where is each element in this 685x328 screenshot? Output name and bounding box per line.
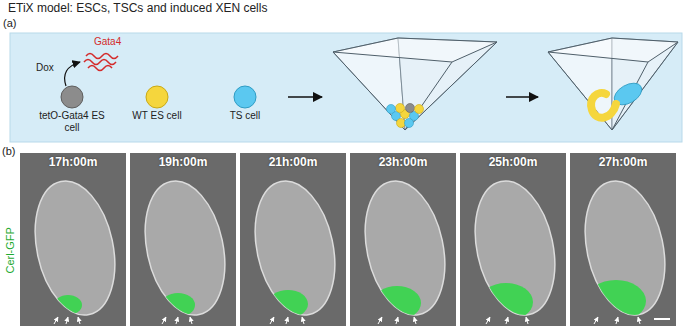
tetO-cell (61, 86, 83, 108)
pointer-arrow (162, 317, 166, 324)
gfp-signal (268, 290, 308, 318)
cell-label: tetO-Gata4 ES cell (37, 110, 107, 133)
well-edge (333, 52, 405, 130)
cell-aggregate (387, 104, 424, 128)
pointer-arrow (638, 317, 640, 324)
pointer-arrow (286, 317, 288, 324)
well-edge (612, 42, 678, 130)
microscopy-frame (130, 153, 236, 326)
embryo (24, 174, 127, 323)
pointer-arrow (54, 317, 58, 324)
microscopy-frame (460, 153, 566, 326)
gfp-signal (161, 293, 195, 317)
process-arrow (288, 96, 322, 98)
embryo (134, 174, 237, 323)
microscopy-frame (570, 153, 676, 326)
gfp-signal (586, 280, 646, 322)
pointer-arrow (270, 317, 274, 324)
wt-es-cell (146, 86, 168, 108)
cell (396, 104, 405, 113)
channel-label: Cerl-GFP (4, 227, 17, 273)
microscopy-frame (240, 153, 346, 326)
cell-label: WT ES cell (132, 110, 181, 122)
time-label: 19h:00m (159, 156, 208, 170)
frame-background (130, 153, 236, 326)
mrna-squiggle (84, 60, 116, 65)
cell (415, 105, 424, 114)
frame-background (460, 153, 566, 326)
panel-label: (a) (3, 17, 16, 30)
pointer-arrow (396, 317, 398, 324)
panel-label: (b) (2, 145, 15, 158)
time-label: 17h:00m (49, 156, 98, 170)
pointer-arrow (78, 317, 80, 324)
mrna-squiggle (86, 54, 118, 59)
pointer-arrow (176, 317, 178, 324)
epiblast-compartment (591, 93, 616, 118)
microscopy-frame (20, 153, 126, 326)
time-label: 23h:00m (379, 156, 428, 170)
gene-label: Gata4 (94, 36, 121, 48)
cell (387, 105, 396, 114)
microscopy-frame (350, 153, 456, 326)
ts-cell (234, 86, 256, 108)
gfp-signal (479, 283, 533, 321)
pointer-arrow (526, 317, 528, 324)
gfp-signal (54, 295, 82, 315)
embryo (354, 174, 457, 323)
frame-background (20, 153, 126, 326)
pointer-arrow (616, 317, 618, 324)
embryo (244, 174, 347, 323)
gfp-signal (373, 286, 421, 320)
well-edge (405, 62, 452, 130)
process-arrow (506, 96, 538, 98)
time-label: 25h:00m (489, 156, 538, 170)
pointer-arrow (594, 317, 598, 324)
mrna-squiggle (88, 66, 112, 71)
pointer-arrow (302, 317, 304, 324)
pointer-arrow (378, 317, 382, 324)
well-rim (333, 38, 497, 62)
frame-background (240, 153, 346, 326)
pointer-arrow (506, 317, 508, 324)
pointer-arrow (486, 317, 490, 324)
well-edge (405, 42, 497, 130)
embryo (464, 174, 567, 323)
frame-background (570, 153, 676, 326)
pointer-arrow (414, 317, 416, 324)
figure-title: ETiX model: ESCs, TSCs and induced XEN c… (8, 2, 267, 16)
well-rim (548, 38, 678, 62)
cell (406, 104, 415, 113)
cell (397, 119, 406, 128)
cell-label: TS cell (230, 110, 261, 122)
scale-bar (654, 318, 670, 320)
panel-background (10, 33, 682, 142)
cell (405, 119, 414, 128)
pointer-arrow (66, 317, 68, 324)
drug-label: Dox (36, 62, 54, 74)
frame-background (350, 153, 456, 326)
embryo (574, 174, 677, 323)
time-label: 21h:00m (269, 156, 318, 170)
time-label: 27h:00m (599, 156, 648, 170)
induction-arrow (65, 62, 80, 86)
pointer-arrow (190, 317, 192, 324)
